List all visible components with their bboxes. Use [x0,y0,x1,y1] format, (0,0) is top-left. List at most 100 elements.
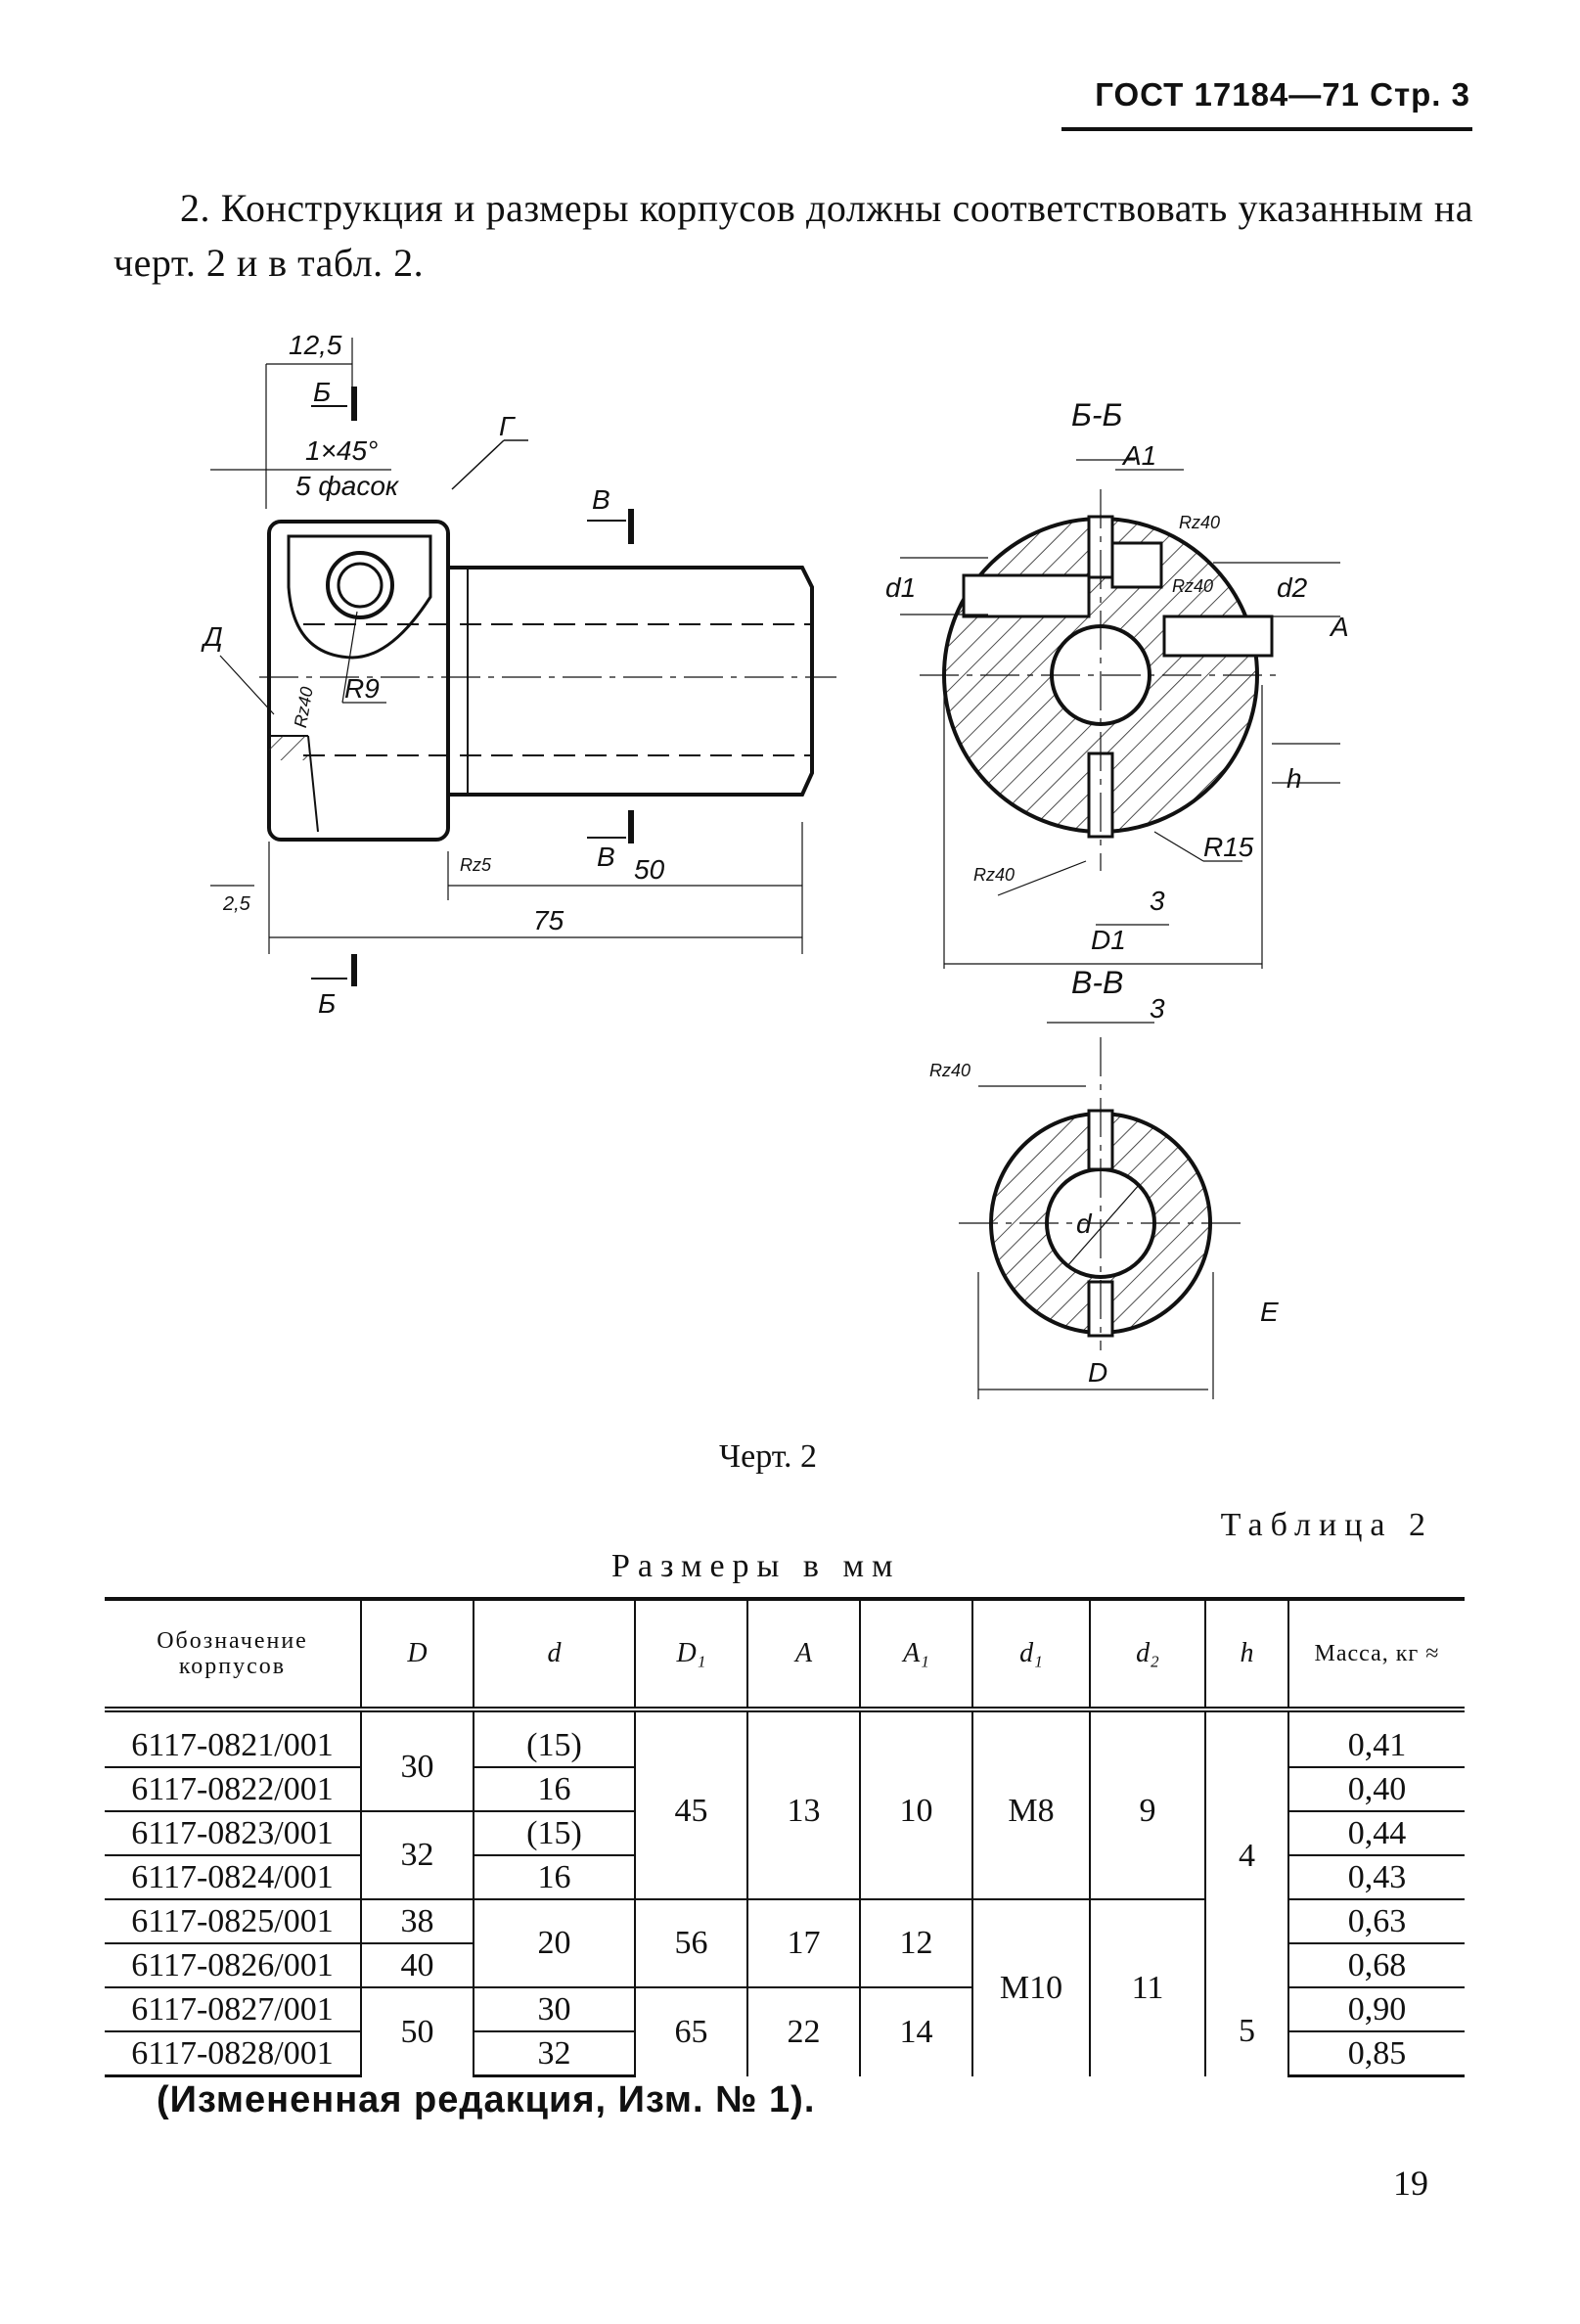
label-d-dim: d [1076,1208,1093,1239]
dimensions-table: Обозначение корпусов D d D₁ A A₁ d₁ d₂ h… [105,1597,1465,2077]
label-chamfer: 1×45° [305,435,378,466]
cell-A: 22 [746,1987,860,2076]
clause-text: Конструкция и размеры корпусов должны со… [113,186,1474,285]
page-number: 19 [1393,2164,1428,2203]
label-rz40-c: Rz40 [973,865,1015,885]
label-a1: A1 [1121,440,1156,471]
cell-mass: 0,43 [1287,1855,1465,1900]
label-vv-title: В-В [1071,965,1123,1000]
label-rz40-a: Rz40 [1179,513,1220,532]
table-title: Таблица 2 [1220,1507,1433,1543]
header-A: A [746,1597,860,1712]
cell-D: 30 [360,1724,474,1812]
cell-d2: 9 [1089,1724,1205,1900]
cell-d: 20 [473,1899,635,1988]
cell-D: 40 [360,1943,474,1988]
cell-mass: 0,68 [1287,1943,1465,1988]
cell-d: (15) [473,1811,635,1856]
amendment-note: (Измененная редакция, Изм. № 1). [157,2079,816,2120]
header-h: h [1204,1597,1288,1712]
header-d: d [473,1597,635,1712]
label-d2: d2 [1277,572,1308,603]
label-h: h [1287,763,1302,794]
label-bb-title: Б-Б [1071,397,1122,433]
label-rz40-d: Rz40 [929,1061,971,1080]
cell-A1: 10 [859,1724,972,1900]
label-75: 75 [533,905,564,935]
cell-D1: 56 [634,1899,747,1988]
table-units: Размеры в мм [611,1548,901,1584]
label-b-top: Б [313,377,331,407]
cell-D: 50 [360,1987,474,2076]
label-50: 50 [634,854,665,885]
label-big-d1: D1 [1091,925,1126,955]
cell-h: 5 [1204,1987,1288,2076]
side-view [210,338,836,986]
section-bb [900,459,1340,969]
cell-D: 38 [360,1899,474,1944]
table-row: 6117-0823/001 32 (15) 0,44 [105,1811,1465,1900]
label-v-bottom: В [597,842,615,872]
label-d: Д [201,621,223,652]
header-mass: Масса, кг ≈ [1287,1597,1465,1712]
label-a: A [1329,612,1349,642]
cell-d2: 11 [1089,1899,1205,2076]
header-D: D [360,1597,474,1712]
cell-d: 32 [473,2031,635,2077]
cell-D1: 65 [634,1987,747,2076]
header-d2: d₂ [1089,1597,1205,1712]
table-row: 6117-0824/001 16 0,43 [105,1855,1465,1900]
label-12-5: 12,5 [289,330,342,360]
cell-designation: 6117-0828/001 [105,2031,361,2077]
table-row: 6117-0821/001 30 (15) 45 13 10 M8 9 4 0,… [105,1724,1465,1987]
label-rz-bottom: Rz5 [460,855,492,875]
table-spacer [105,1709,1465,1724]
table-row: 6117-0828/001 32 0,85 [105,2031,1465,2077]
cell-d: 16 [473,1855,635,1900]
cell-mass: 0,85 [1287,2031,1465,2077]
header-A1: A₁ [859,1597,972,1712]
cell-mass: 0,63 [1287,1899,1465,1944]
label-3b: 3 [1150,993,1165,1024]
header-rule [1061,127,1472,131]
clause-number: 2. [180,186,210,230]
cell-A1: 12 [859,1899,972,1988]
cell-d1: M10 [971,1899,1090,2076]
label-g: Г [499,411,516,441]
intro-paragraph: 2. Конструкция и размеры корпусов должны… [113,181,1473,291]
label-big-d: D [1088,1357,1107,1388]
table-row: 6117-0825/001 38 20 56 17 12 M10 11 0,63 [105,1899,1465,2076]
label-chamfer-count: 5 фасок [295,471,400,501]
label-e: Е [1260,1297,1279,1327]
label-3a: 3 [1150,886,1165,916]
label-v-top: В [592,484,610,515]
section-vv [959,1022,1242,1399]
cell-D1: 45 [634,1724,747,1900]
cell-designation: 6117-0825/001 [105,1899,361,1944]
cell-designation: 6117-0821/001 [105,1724,361,1768]
cell-mass: 0,90 [1287,1987,1465,2032]
header-d1: d₁ [971,1597,1090,1712]
label-r9: R9 [344,673,380,704]
table-row: 6117-0826/001 40 0,68 [105,1943,1465,1988]
label-rz40-left: Rz40 [291,685,317,729]
table-row: 6117-0827/001 50 30 65 22 14 5 0,90 [105,1987,1465,2076]
cell-A1: 14 [859,1987,972,2076]
cell-mass: 0,40 [1287,1767,1465,1812]
label-2-5: 2,5 [222,893,251,915]
header-designation: Обозначение корпусов [105,1597,361,1712]
label-d1-small: d1 [885,572,916,603]
table-row: 6117-0822/001 16 0,40 [105,1767,1465,1812]
cell-d: (15) [473,1724,635,1768]
cell-mass: 0,41 [1287,1724,1465,1768]
cell-mass: 0,44 [1287,1811,1465,1856]
cell-A: 13 [746,1724,860,1900]
label-b-bottom: Б [318,988,336,1019]
figure-caption: Черт. 2 [719,1438,818,1475]
cell-h: 4 [1204,1724,1288,1987]
page-header: ГОСТ 17184—71 Стр. 3 [1095,76,1470,113]
cell-d: 30 [473,1987,635,2032]
technical-drawing: 12,5 Б 1×45° 5 фасок Г В Д Rz40 R9 В Rz5… [201,330,1349,1399]
cell-designation: 6117-0822/001 [105,1767,361,1812]
cell-designation: 6117-0823/001 [105,1811,361,1856]
